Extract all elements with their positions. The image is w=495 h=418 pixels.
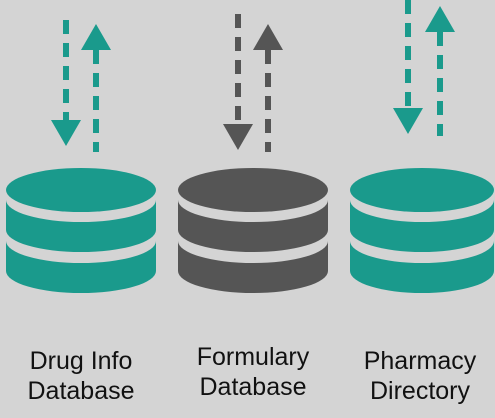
formulary-group [178, 14, 328, 293]
drug-info-group [6, 20, 156, 293]
formulary-label-line1: Formulary [196, 343, 310, 371]
formulary-label: Formulary Database [178, 342, 328, 402]
pharmacy-label-line2: Directory [369, 377, 470, 405]
up-arrow-icon [253, 24, 283, 152]
down-arrow-icon [393, 0, 423, 134]
up-arrow-icon [425, 6, 455, 136]
formulary-label-line2: Database [199, 373, 307, 401]
drug-info-label: Drug Info Database [6, 346, 156, 406]
drug-info-label-line2: Database [27, 377, 135, 405]
pharmacy-label: Pharmacy Directory [345, 346, 495, 406]
drug-info-label-line1: Drug Info [29, 347, 133, 375]
down-arrow-icon [223, 14, 253, 150]
down-arrow-icon [51, 20, 81, 146]
pharmacy-group [350, 0, 494, 293]
database-icon [178, 168, 328, 293]
up-arrow-icon [81, 24, 111, 152]
database-icon [6, 168, 156, 293]
pharmacy-label-line1: Pharmacy [363, 347, 477, 375]
database-icon [350, 168, 494, 293]
